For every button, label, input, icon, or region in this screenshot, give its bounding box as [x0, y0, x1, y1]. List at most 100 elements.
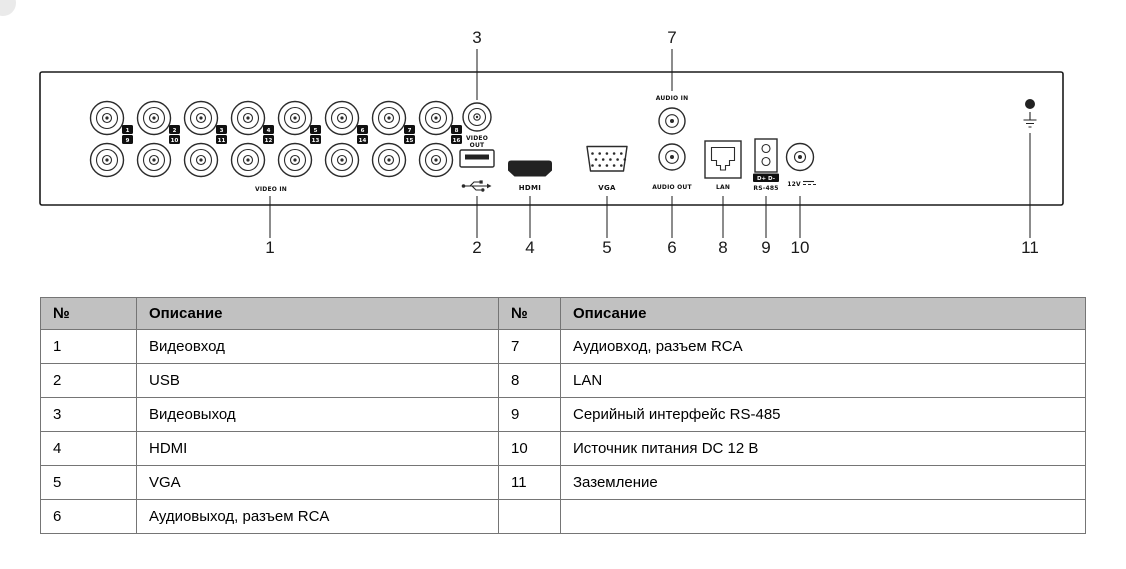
dc-symbol-icon [803, 180, 816, 186]
video-out-label-line2: OUT [470, 142, 485, 149]
callout-number: 11 [1021, 238, 1039, 257]
bnc-connector [89, 142, 125, 178]
channel-badge-number: 11 [218, 138, 226, 144]
channel-badge-number: 15 [406, 138, 414, 144]
num-cell: 3 [40, 397, 137, 432]
audio-out-label: AUDIO OUT [652, 184, 692, 191]
channel-badge [451, 125, 462, 134]
channel-badge-number: 14 [359, 138, 367, 144]
num-cell: 8 [498, 363, 561, 398]
channel-badge-number: 5 [314, 128, 318, 134]
device-panel [39, 71, 1064, 206]
bnc-connector [277, 100, 313, 136]
desc-cell: Источник питания DC 12 В [560, 431, 1086, 466]
channel-badge-number: 6 [361, 128, 365, 134]
video-in-bnc-grid [89, 100, 454, 178]
ground-icon [1023, 112, 1037, 128]
callout-number: 6 [667, 238, 676, 257]
bnc-connector [136, 142, 172, 178]
callout-number: 9 [761, 238, 770, 257]
callout-number: 5 [602, 238, 611, 257]
callout-number: 2 [472, 238, 481, 257]
channel-badge [357, 125, 368, 134]
channel-badge [310, 135, 321, 144]
num-cell: 11 [498, 465, 561, 500]
bnc-connector [418, 142, 454, 178]
audio-out-connector [658, 143, 686, 171]
bnc-connector [277, 142, 313, 178]
corner-artifact [0, 0, 16, 16]
desc-cell: Серийный интерфейс RS-485 [560, 397, 1086, 432]
callout-number: 4 [525, 238, 534, 257]
desc-cell: Аудиовход, разъем RCA [560, 329, 1086, 364]
lan-port [704, 140, 742, 179]
desc-cell: Видеовход [136, 329, 499, 364]
channel-badge [404, 135, 415, 144]
channel-badge [216, 125, 227, 134]
rs485-label: RS-485 [753, 185, 778, 192]
power-label: 12V [787, 181, 801, 188]
bnc-connector [324, 100, 360, 136]
vga-port [586, 145, 628, 172]
bnc-connector [371, 142, 407, 178]
channel-badge-number: 16 [453, 138, 461, 144]
desc-cell: Аудиовыход, разъем RCA [136, 499, 499, 534]
callout-number: 3 [472, 28, 481, 47]
desc-cell: HDMI [136, 431, 499, 466]
vga-label: VGA [598, 184, 616, 192]
channel-badge [169, 135, 180, 144]
col-header-desc-1: Описание [136, 297, 499, 330]
bnc-connector [183, 142, 219, 178]
video-out-label-line1: VIDEO [466, 135, 488, 142]
callout-number: 8 [718, 238, 727, 257]
power-jack [785, 142, 815, 172]
channel-badge-number: 1 [126, 128, 130, 134]
channel-badge-number: 2 [173, 128, 177, 134]
desc-cell: VGA [136, 465, 499, 500]
channel-badge [263, 135, 274, 144]
channel-badge [310, 125, 321, 134]
callout-number: 7 [667, 28, 676, 47]
channel-badge-number: 4 [267, 128, 271, 134]
ground-screw [1025, 99, 1035, 109]
num-cell: 10 [498, 431, 561, 466]
lan-label: LAN [716, 184, 730, 191]
num-cell: 6 [40, 499, 137, 534]
num-cell: 4 [40, 431, 137, 466]
channel-badge [263, 125, 274, 134]
channel-badge [122, 135, 133, 144]
col-header-desc-2: Описание [560, 297, 1086, 330]
bnc-connector [136, 100, 172, 136]
desc-cell: Видеовыход [136, 397, 499, 432]
table-header-row: № Описание № Описание [40, 297, 1086, 330]
video-out-connector [462, 102, 492, 132]
channel-badge-number: 10 [171, 138, 179, 144]
desc-cell [560, 499, 1086, 534]
hdmi-port [508, 160, 552, 177]
channel-badge-number: 9 [126, 138, 130, 144]
channel-badge-number: 3 [220, 128, 224, 134]
num-cell: 1 [40, 329, 137, 364]
num-cell [498, 499, 561, 534]
usb-port [459, 149, 495, 168]
channel-badge [451, 135, 462, 144]
channel-badge [357, 135, 368, 144]
bnc-connector [371, 100, 407, 136]
num-cell: 5 [40, 465, 137, 500]
channel-badge-number: 8 [455, 128, 459, 134]
bnc-connector [324, 142, 360, 178]
rs485-terminal: D+ D- [753, 138, 779, 182]
vga-pins [591, 152, 627, 167]
num-cell: 9 [498, 397, 561, 432]
channel-badge [216, 135, 227, 144]
channel-badge [122, 125, 133, 134]
desc-cell: LAN [560, 363, 1086, 398]
